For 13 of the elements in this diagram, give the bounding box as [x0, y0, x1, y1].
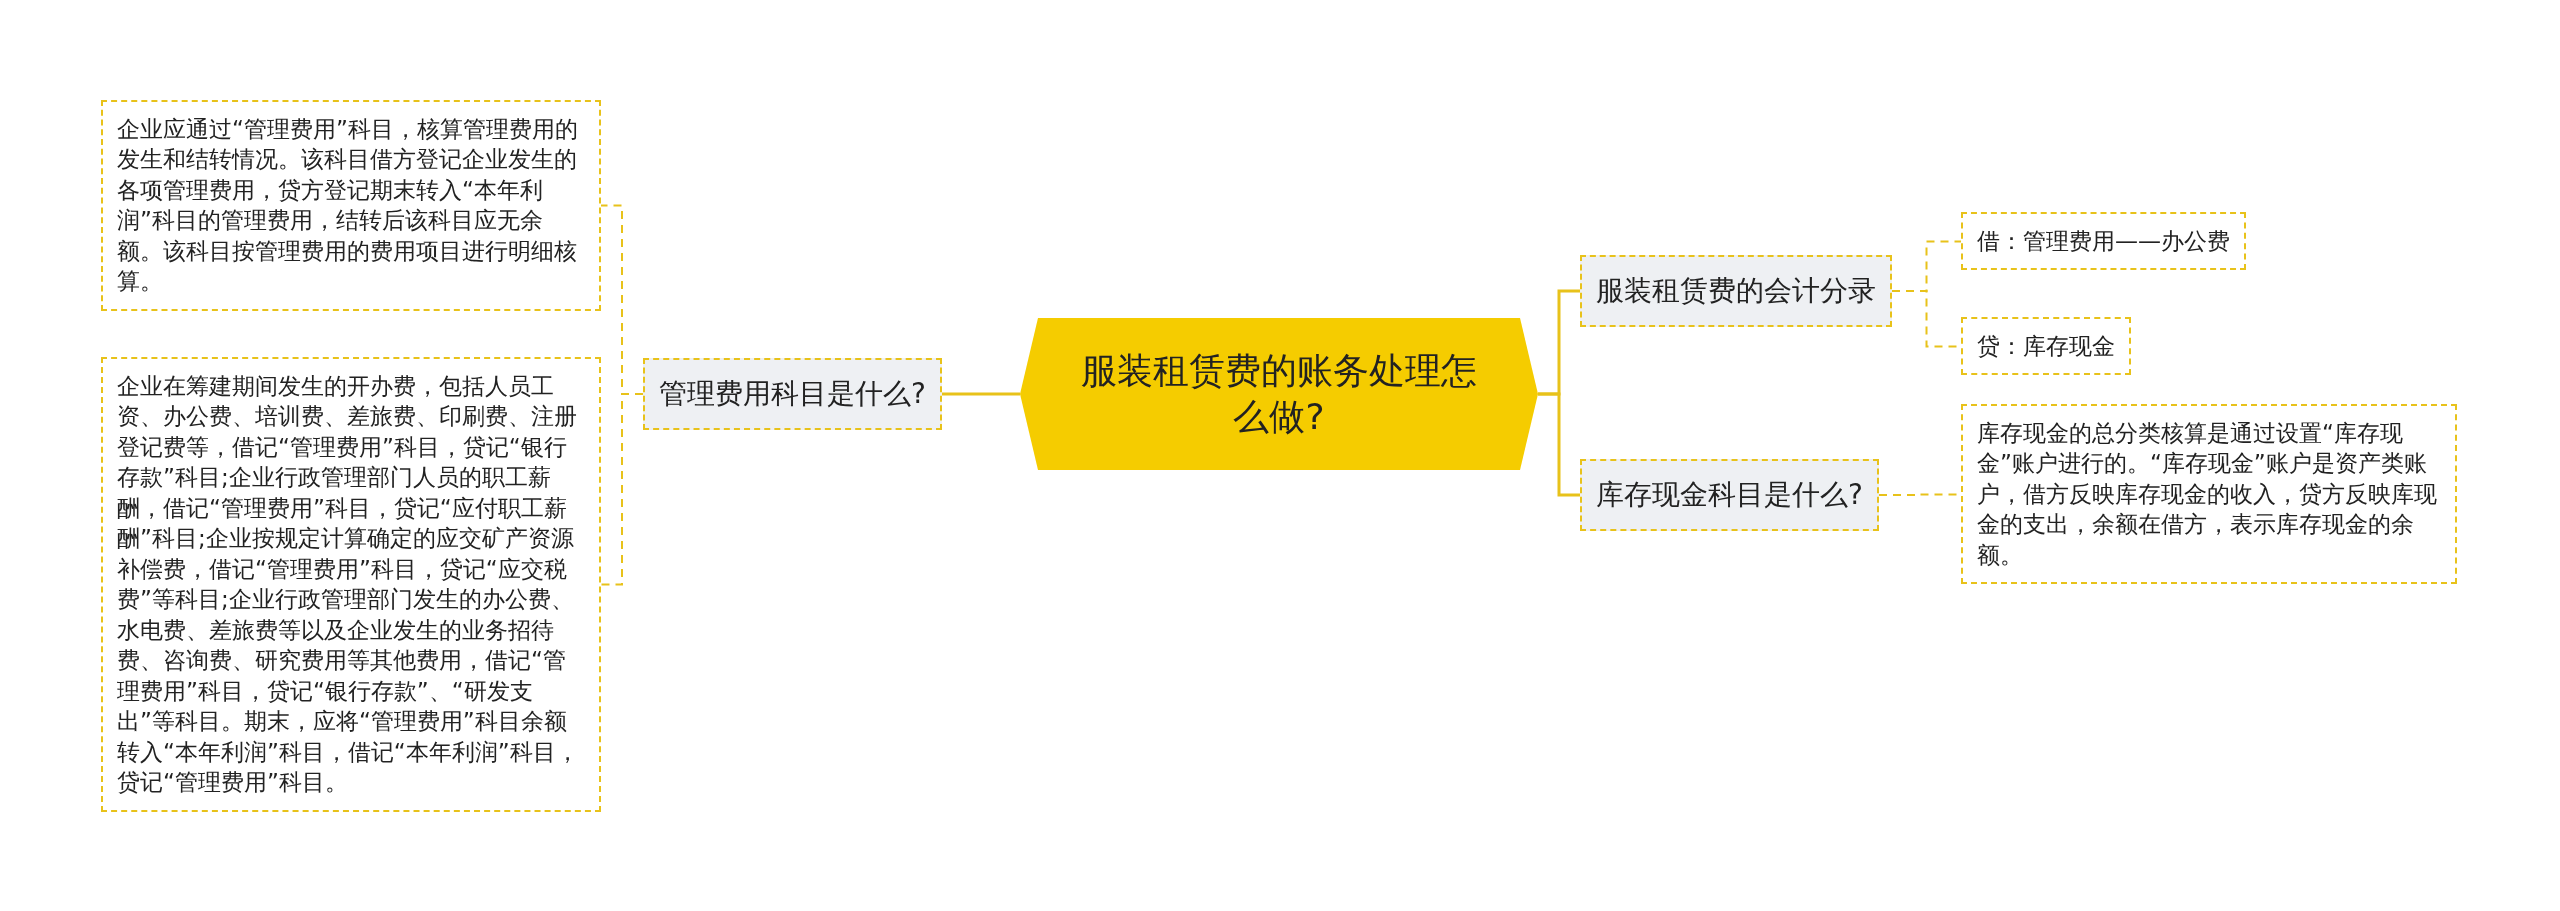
note-box: 借：管理费用——办公费 — [1961, 211, 2246, 270]
connector-line — [1538, 392, 1580, 497]
note-box: 库存现金的总分类核算是通过设置“库存现金”账户进行的。“库存现金”账户是资产类账户，借方反映库存现金的收入，贷方反映库现金的支出，余额在借方，表示库存现金的余额。 — [1961, 403, 2457, 584]
note-box: 企业应通过“管理费用”科目，核算管理费用的发生和结转情况。该科目借方登记企业发生的各项管理费用，贷方登记期末转入“本年利润”科目的管理费用，结转后该科目应无余额。该科目按管理费用的费用项目进行明细核算。 — [101, 99, 601, 311]
topic-hexagon — [1020, 318, 1538, 470]
subtopic-box: 库存现金科目是什么? — [1580, 459, 1879, 531]
subtopic-box: 服装租赁费的会计分录 — [1580, 255, 1892, 327]
connector-line — [600, 393, 644, 586]
note-box: 贷：库存现金 — [1961, 316, 2131, 375]
note-box: 企业在筹建期间发生的开办费，包括人员工资、办公费、培训费、差旅费、印刷费、注册登记费等，借记“管理费用”科目，贷记“银行存款”科目;企业行政管理部门人员的职工薪酬，借记“管理费用”科目，贷记“应付职工薪酬”科目;企业按规定计算确定的应交矿产资源补偿费，借记“管理费用”科目，贷记“应交税费”等科目;企业行政管理部门发生的办公费、水电费、差旅费等以及企业发生的业务招待费、咨询费、研究费用等其他费用，借记“管理费用”科目，贷记“银行存款”、“研发支出”等科目。期末，应将“管理费用”科目余额转入“本年利润”科目，借记“本年利润”科目，贷记“管理费用”科目。 — [101, 356, 601, 812]
subtopic-box: 管理费用科目是什么? — [643, 358, 942, 430]
connector-line — [942, 392, 1020, 396]
topic-text: 服装租赁费的账务处理怎么做? — [1080, 349, 1478, 439]
